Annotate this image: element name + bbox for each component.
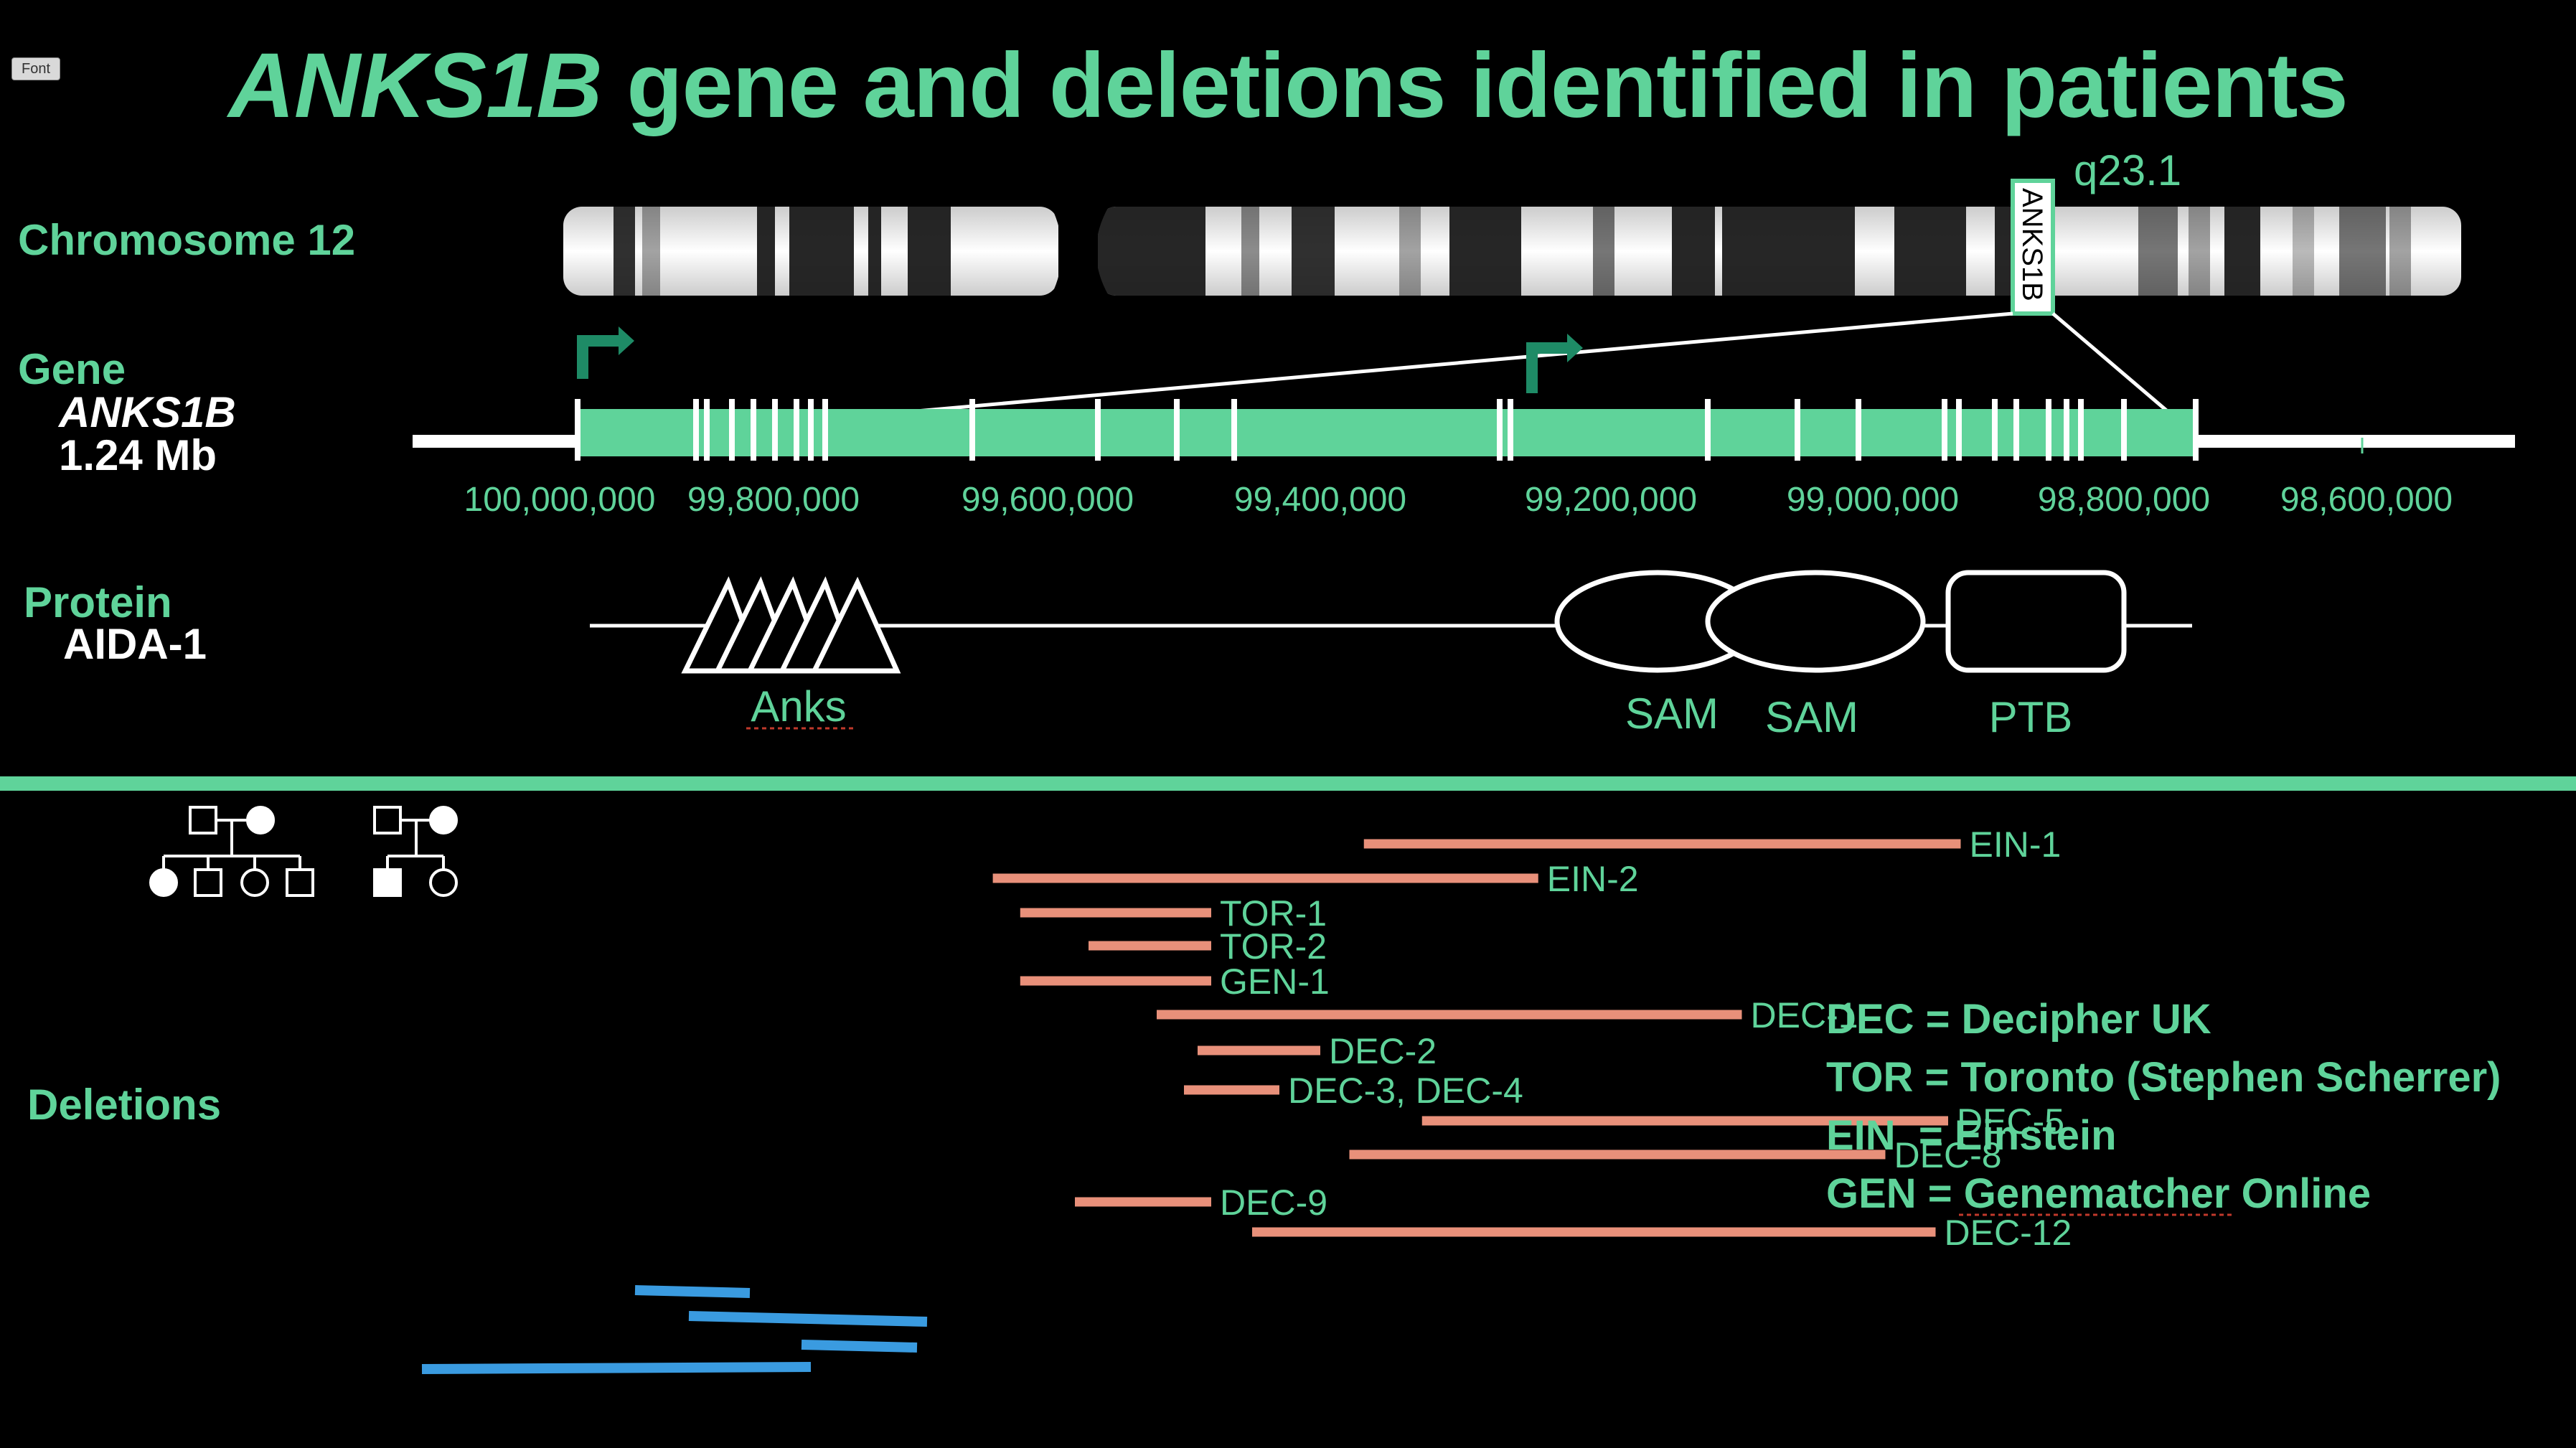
- unlabeled-blue-segments: [421, 1285, 928, 1374]
- pedigree-2: [373, 806, 458, 897]
- legend-ein: EIN = Einstein: [1826, 1112, 2117, 1159]
- ankyrin-repeats: [681, 576, 901, 674]
- source-legend: DEC = Decipher UK TOR = Toronto (Stephen…: [1826, 996, 2501, 1217]
- ptb-domain: [1945, 570, 2127, 673]
- font-button[interactable]: Font: [11, 57, 60, 80]
- legend-dec: DEC = Decipher UK: [1826, 996, 2211, 1043]
- axis-label: 99,600,000: [962, 481, 1134, 519]
- axis-label: 98,800,000: [2038, 481, 2210, 519]
- axis-label: 99,000,000: [1787, 481, 1959, 519]
- section-divider: [0, 776, 2576, 791]
- legend-gen: GEN = Genematcher Online: [1826, 1170, 2371, 1217]
- deletion-label: EIN-1: [1970, 824, 2062, 865]
- deletion-label: EIN-2: [1547, 859, 1639, 899]
- deletion-label: DEC-2: [1329, 1031, 1437, 1071]
- alt-tss-arrow-icon: [1526, 342, 1571, 393]
- deletion-label: DEC-1: [1751, 995, 1858, 1035]
- domain-label-sam-2: SAM: [1765, 693, 1858, 741]
- protein-name: AIDA-1: [63, 620, 207, 668]
- deletion-label: GEN-1: [1220, 962, 1330, 1002]
- gene-locus-label: ANKS1B: [2016, 188, 2048, 301]
- gene-body: [576, 409, 2196, 456]
- deletion-label: DEC-3, DEC-4: [1288, 1071, 1523, 1111]
- deletion-label: TOR-1: [1220, 893, 1327, 934]
- domain-label-anks: Anks: [751, 682, 846, 730]
- gene-size: 1.24 Mb: [59, 431, 217, 479]
- deletion-label: DEC-5: [1957, 1101, 2064, 1142]
- deletion-bars: EIN-1EIN-2TOR-1TOR-2GEN-1DEC-1DEC-2DEC-3…: [992, 824, 2072, 1253]
- title-rest: gene and deletions identified in patient…: [601, 34, 2348, 137]
- deletion-label: DEC-8: [1894, 1135, 2002, 1175]
- deletion-label: DEC-9: [1220, 1183, 1327, 1223]
- deletion-label: DEC-12: [1945, 1213, 2072, 1253]
- centromere-left-notch: [1051, 207, 1062, 296]
- chromosome-label: Chromosome 12: [18, 216, 355, 264]
- domain-label-ptb: PTB: [1989, 693, 2073, 741]
- gene-locus-box: [2011, 179, 2055, 316]
- tss-arrow-icon: [577, 335, 623, 379]
- page-title: ANKS1B gene and deletions identified in …: [0, 29, 2576, 144]
- tss-arrow-head: [619, 326, 634, 355]
- legend-tor: TOR = Toronto (Stephen Scherrer): [1826, 1054, 2501, 1101]
- domain-label-sam-1: SAM: [1625, 690, 1719, 738]
- axis-label: 98,600,000: [2280, 481, 2453, 519]
- axis-label: 100,000,000: [464, 481, 656, 519]
- centromere-right-notch: [1096, 207, 1109, 296]
- deletion-label: TOR-2: [1220, 926, 1327, 967]
- protein-label: Protein: [24, 578, 172, 626]
- exon-ticks: [575, 399, 2199, 461]
- band-label: q23.1: [2074, 146, 2181, 194]
- title-gene-name: ANKS1B: [228, 34, 602, 137]
- gene-label: Gene: [18, 345, 126, 393]
- sam-domain-2: [1705, 570, 1926, 673]
- chromosome-ideogram: [563, 207, 2461, 296]
- coordinate-axis-labels: 100,000,000 99,800,000 99,600,000 99,400,00…: [464, 481, 2453, 519]
- axis-label: 99,200,000: [1525, 481, 1697, 519]
- axis-label: 99,400,000: [1234, 481, 1406, 519]
- deletions-label: Deletions: [27, 1081, 221, 1129]
- axis-label: 99,800,000: [687, 481, 860, 519]
- alt-tss-arrow-head: [1567, 334, 1583, 362]
- pedigree-1: [149, 806, 314, 897]
- gene-name: ANKS1B: [57, 388, 236, 436]
